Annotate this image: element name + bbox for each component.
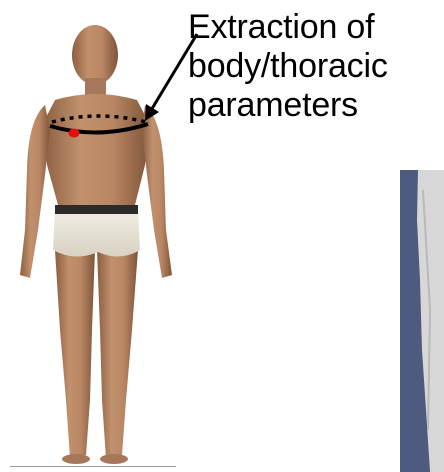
annotation-line-3: parameters [188,86,388,125]
annotation-line-2: body/thoracic [188,47,388,86]
marker-dot-icon [69,129,80,138]
waistband [55,205,138,214]
annotation-line-1: Extraction of [188,8,388,47]
body-scan-panel [400,170,444,472]
body-model-icon [20,25,172,464]
body-scan-silhouette [400,170,444,472]
baseline-divider [10,466,176,467]
annotation-text: Extraction of body/thoracic parameters [188,8,388,125]
